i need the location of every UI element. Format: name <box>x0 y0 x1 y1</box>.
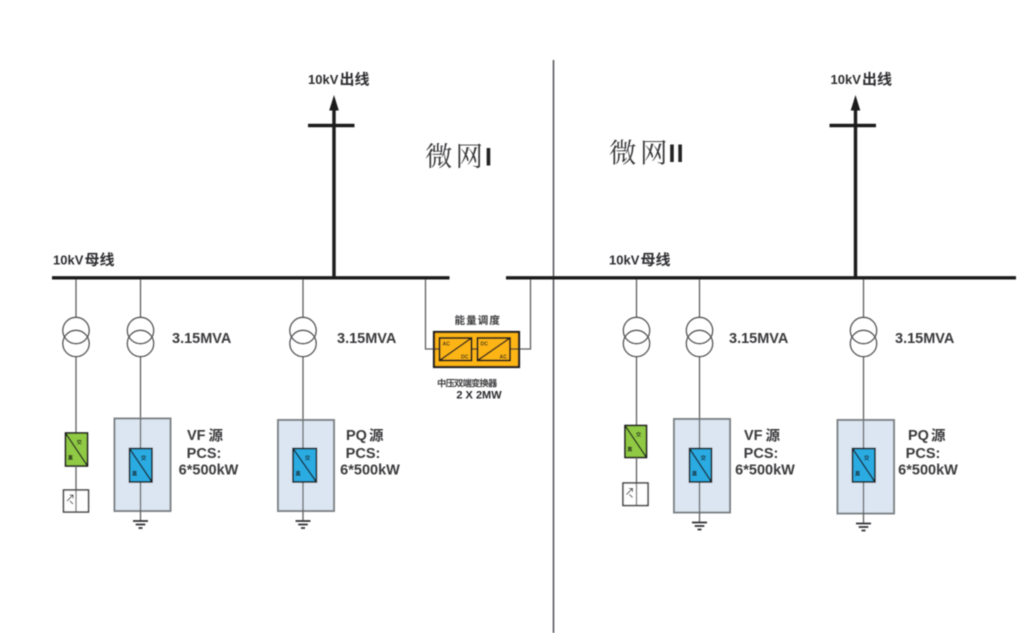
svg-text:PQ: PQ <box>346 428 367 444</box>
svg-text:10kV: 10kV <box>308 72 339 87</box>
svg-text:PCS:: PCS: <box>346 446 381 462</box>
svg-text:PQ: PQ <box>908 428 929 444</box>
svg-text:3.15MVA: 3.15MVA <box>172 331 232 347</box>
svg-text:DC: DC <box>481 342 489 348</box>
svg-text:6*500kW: 6*500kW <box>735 463 795 479</box>
svg-text:6*500kW: 6*500kW <box>898 463 958 479</box>
svg-text:AC: AC <box>500 355 508 361</box>
svg-text:VF: VF <box>744 428 763 444</box>
svg-text:I: I <box>485 144 492 172</box>
svg-text:PCS:: PCS: <box>744 446 779 462</box>
svg-text:6*500kW: 6*500kW <box>340 463 400 479</box>
svg-text:AC: AC <box>443 342 451 348</box>
svg-text:II: II <box>669 140 685 168</box>
svg-text:10kV: 10kV <box>53 253 84 268</box>
svg-text:2 X 2MW: 2 X 2MW <box>456 390 502 402</box>
svg-text:10kV: 10kV <box>609 253 640 268</box>
svg-text:3.15MVA: 3.15MVA <box>337 331 397 347</box>
svg-text:3.15MVA: 3.15MVA <box>895 331 955 347</box>
svg-text:PCS:: PCS: <box>906 446 941 462</box>
svg-text:3.15MVA: 3.15MVA <box>729 331 789 347</box>
svg-text:DC: DC <box>461 355 469 361</box>
svg-text:PCS:: PCS: <box>187 446 222 462</box>
svg-text:6*500kW: 6*500kW <box>179 463 239 479</box>
svg-text:10kV: 10kV <box>831 72 862 87</box>
svg-text:VF: VF <box>187 428 206 444</box>
